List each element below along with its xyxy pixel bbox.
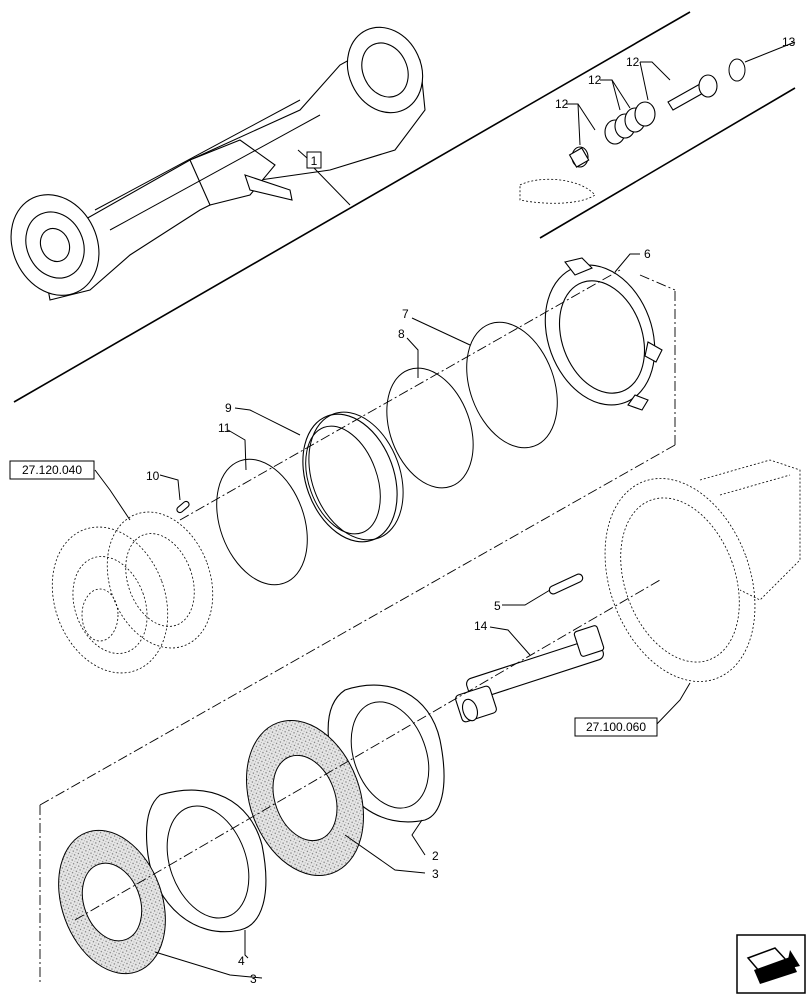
axle-housing-reference (604, 459, 801, 682)
pin-5 (548, 573, 584, 595)
piston-housing (544, 257, 663, 411)
callout-9: 9 (225, 401, 232, 415)
o-ring-11 (216, 458, 308, 586)
next-page-arrow-icon[interactable] (736, 934, 806, 994)
callout-labels: 2 3 3 3 4 5 6 7 8 9 10 11 12 12 12 13 14 (146, 35, 796, 986)
callout-6: 6 (644, 247, 651, 261)
separator-plate-4 (145, 789, 267, 933)
callout-4: 4 (238, 954, 245, 968)
callout-12-c: 12 (555, 97, 569, 111)
o-ring-7 (466, 321, 558, 449)
wheel-hub-reference (51, 511, 214, 674)
callout-8: 8 (398, 327, 405, 341)
callout-14: 14 (474, 619, 488, 633)
callout-5: 5 (494, 599, 501, 613)
shaft-14 (455, 625, 605, 723)
callout-10: 10 (146, 469, 160, 483)
callout-2: 2 (432, 849, 439, 863)
spring-coils (604, 101, 656, 145)
leader-lines (94, 41, 796, 979)
callout-box-1: 1 (297, 149, 351, 206)
friction-disc-3-upper (246, 720, 364, 876)
callout-13: 13 (782, 35, 796, 49)
callout-7: 7 (402, 307, 409, 321)
section-divider-lines (13, 11, 796, 403)
o-ring-8 (386, 367, 474, 489)
callout-12-b: 12 (588, 73, 602, 87)
callout-3-upper: 3 (432, 867, 439, 881)
dowel-pin-10 (176, 500, 190, 514)
assembly-centerlines (39, 269, 676, 985)
friction-disc-3-lower (58, 829, 166, 975)
svg-text:27.120.040: 27.120.040 (22, 463, 82, 477)
svg-text:1: 1 (311, 154, 318, 168)
reference-box-27-100-060[interactable]: 27.100.060 (574, 717, 658, 737)
svg-text:27.100.060: 27.100.060 (586, 720, 646, 734)
spring-valve-assembly (519, 58, 746, 204)
callout-11: 11 (218, 421, 231, 435)
callout-3-lower: 3 (250, 972, 257, 986)
callout-12-a: 12 (626, 55, 640, 69)
reference-box-27-120-040[interactable]: 27.120.040 (9, 460, 95, 480)
axle-assembly-illustration (10, 26, 426, 301)
piston-9 (302, 411, 404, 543)
